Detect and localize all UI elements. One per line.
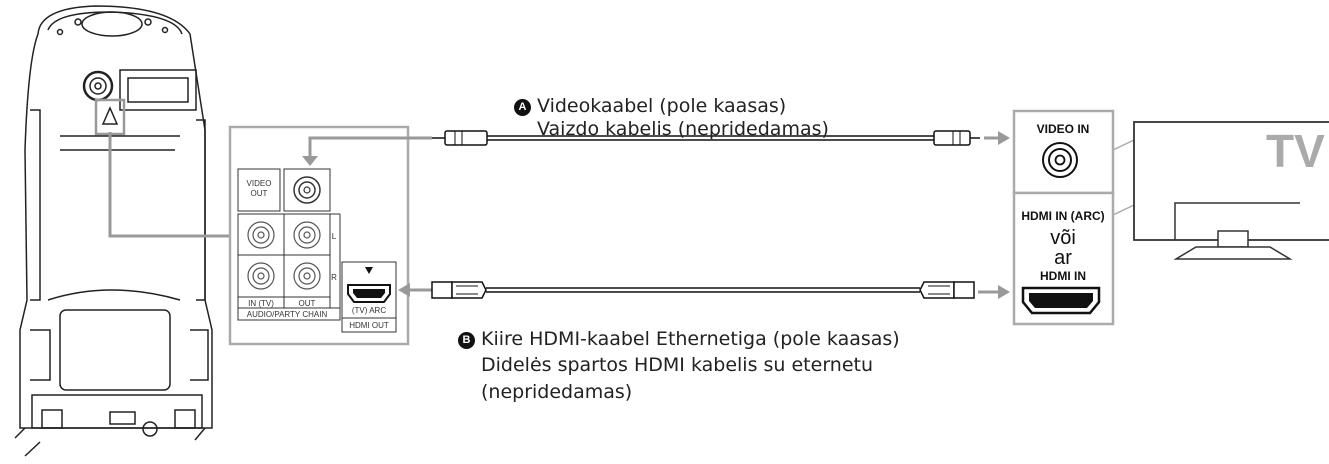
speaker-rear-panel: VIDEO OUT L R IN (TV) OUT AUDIO/PARTY CH… bbox=[228, 125, 410, 346]
video-in-jack bbox=[1042, 142, 1078, 178]
cable-a-badge: A bbox=[514, 99, 531, 116]
cable-a-line2: Vaizdo kabelis (nepridedamas) bbox=[537, 118, 829, 140]
in-tv-label: IN (TV) bbox=[248, 299, 274, 308]
tv-set: TV bbox=[1112, 121, 1329, 260]
cable-a-caption: A Videokaabel (pole kaasas) bbox=[514, 94, 786, 118]
cable-b-line1: Kiire HDMI-kaabel Ethernetiga (pole kaas… bbox=[481, 328, 900, 350]
r-label: R bbox=[331, 273, 337, 282]
tv-label: TV bbox=[1266, 125, 1325, 177]
voi-label: või bbox=[1050, 227, 1076, 249]
l-label: L bbox=[332, 232, 337, 241]
speaker-unit bbox=[14, 5, 213, 457]
hdmi-in-arc-label: HDMI IN (ARC) bbox=[1021, 209, 1104, 223]
svg-text:OUT: OUT bbox=[251, 189, 268, 198]
tv-arc-label: (TV) ARC bbox=[352, 306, 386, 315]
cable-b-badge: B bbox=[458, 332, 475, 349]
video-out-jack bbox=[293, 176, 321, 204]
video-in-label: VIDEO IN bbox=[1037, 122, 1090, 136]
down-arrow-icon bbox=[365, 267, 373, 274]
audio-party-chain-label: AUDIO/PARTY CHAIN bbox=[247, 310, 328, 319]
out-label: OUT bbox=[299, 299, 316, 308]
video-out-label: VIDEO bbox=[247, 179, 272, 188]
hdmi-in-label: HDMI IN bbox=[1040, 269, 1086, 283]
ar-label: ar bbox=[1054, 247, 1072, 269]
cable-b-caption: B Kiire HDMI-kaabel Ethernetiga (pole kaa… bbox=[458, 327, 900, 351]
video-cable bbox=[302, 130, 1010, 166]
cable-b-line2: Didelės spartos HDMI kabelis su eternetu bbox=[481, 354, 874, 376]
callout-line bbox=[108, 132, 230, 238]
hdmi-cable bbox=[398, 281, 1010, 299]
arrow-to-video-out bbox=[308, 136, 432, 160]
tv-input-panel: VIDEO IN HDMI IN (ARC) või ar HDMI IN bbox=[1012, 109, 1115, 326]
hdmi-in-port bbox=[1021, 286, 1101, 315]
hdmi-out-port bbox=[347, 284, 391, 303]
cable-a-line1: Videokaabel (pole kaasas) bbox=[537, 95, 787, 117]
cable-b-line3: (nepridedamas) bbox=[481, 381, 633, 403]
hdmi-out-label: HDMI OUT bbox=[349, 321, 389, 330]
